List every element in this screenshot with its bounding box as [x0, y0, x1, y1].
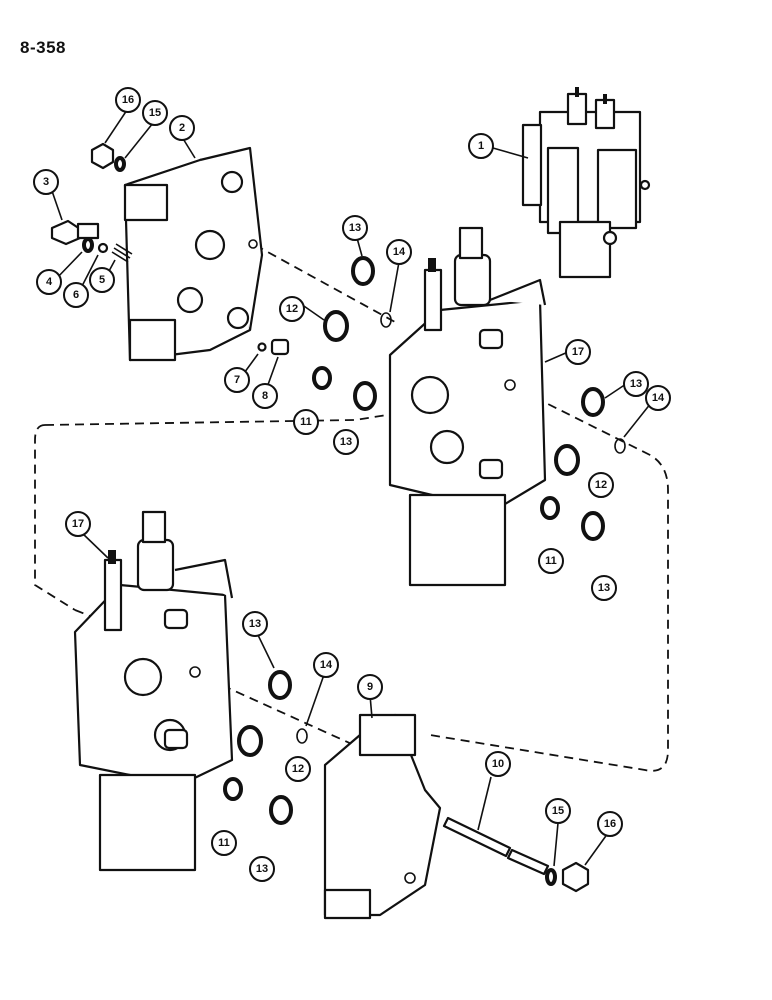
callout-1: 1 [468, 133, 494, 159]
top-stud-hardware [90, 142, 126, 172]
valve-section-upper [388, 226, 547, 587]
callout-14: 14 [645, 385, 671, 411]
callout-number: 1 [478, 140, 484, 152]
callout-4: 4 [36, 269, 62, 295]
callout-number: 13 [256, 863, 268, 875]
callout-number: 9 [367, 681, 373, 693]
valve-assembly-complete [521, 87, 651, 279]
callout-number: 15 [149, 107, 161, 119]
callout-number: 13 [630, 378, 642, 390]
callout-12: 12 [588, 472, 614, 498]
callout-number: 11 [545, 555, 557, 567]
callout-number: 17 [72, 518, 84, 530]
callout-10: 10 [485, 751, 511, 777]
callout-number: 14 [393, 246, 406, 258]
callout-number: 2 [179, 122, 185, 134]
callout-number: 16 [604, 818, 616, 830]
callout-16: 16 [597, 811, 623, 837]
callout-13: 13 [591, 575, 617, 601]
callout-5: 5 [89, 267, 115, 293]
callout-8: 8 [252, 383, 278, 409]
callout-13: 13 [242, 611, 268, 637]
callout-11: 11 [538, 548, 564, 574]
callout-17: 17 [65, 511, 91, 537]
callout-number: 11 [218, 837, 230, 849]
callout-9: 9 [357, 674, 383, 700]
callout-16: 16 [115, 87, 141, 113]
callout-number: 13 [598, 582, 610, 594]
callout-13: 13 [342, 215, 368, 241]
callout-number: 13 [249, 618, 261, 630]
callout-number: 5 [99, 274, 105, 286]
callout-17: 17 [565, 339, 591, 365]
callout-number: 14 [652, 392, 665, 404]
callout-number: 13 [340, 436, 352, 448]
callout-number: 4 [46, 276, 53, 288]
callout-number: 14 [320, 659, 333, 671]
callout-number: 16 [122, 94, 134, 106]
callout-11: 11 [293, 409, 319, 435]
callout-number: 7 [234, 374, 240, 386]
callout-13: 13 [333, 429, 359, 455]
callout-12: 12 [279, 296, 305, 322]
callout-7: 7 [224, 367, 250, 393]
callout-number: 12 [595, 479, 607, 491]
callout-number: 11 [300, 416, 312, 428]
callout-number: 12 [292, 763, 304, 775]
seal-rings [223, 256, 626, 825]
callout-number: 15 [552, 805, 564, 817]
callout-number: 8 [262, 390, 268, 402]
relief-fitting-parts [50, 219, 133, 263]
callout-number: 13 [349, 222, 361, 234]
page-number: 8-358 [20, 38, 66, 57]
callout-13: 13 [623, 371, 649, 397]
callout-number: 12 [286, 303, 298, 315]
callout-11: 11 [211, 830, 237, 856]
check-ball-and-plug [257, 338, 290, 356]
valve-section-lower [73, 510, 234, 872]
callout-3: 3 [33, 169, 59, 195]
callout-14: 14 [313, 652, 339, 678]
end-cover-inlet [123, 146, 264, 362]
callout-number: 17 [572, 346, 584, 358]
callout-2: 2 [169, 115, 195, 141]
callout-12: 12 [285, 756, 311, 782]
callout-15: 15 [142, 100, 168, 126]
end-cover-outlet [323, 713, 442, 920]
callout-13: 13 [249, 856, 275, 882]
callout-15: 15 [545, 798, 571, 824]
callout-number: 10 [492, 758, 504, 770]
callout-number: 3 [43, 176, 49, 188]
callout-6: 6 [63, 282, 89, 308]
callout-number: 6 [73, 289, 79, 301]
callout-leader-lines [51, 109, 652, 867]
tie-stud-hardware [442, 816, 590, 893]
callout-14: 14 [386, 239, 412, 265]
